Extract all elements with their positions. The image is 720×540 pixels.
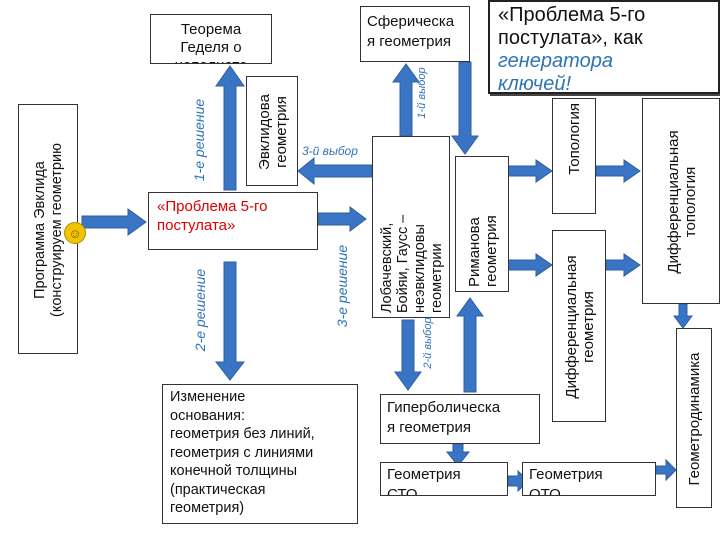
- box-change-basis: Изменение основания: геометрия без линий…: [162, 384, 358, 524]
- label-choice-2: 2-й выбор: [422, 317, 434, 369]
- riemann-text: Риманова геометрия: [465, 215, 500, 287]
- arrow-problem-to-change: [214, 261, 246, 381]
- arrow-program-to-problem: [81, 208, 147, 236]
- euclidean-geometry-text: Эвклидова геометрия: [255, 94, 290, 170]
- lobachevsky-text: Лобачевский, Бойяи, Гаусс – неэвклидовы …: [378, 214, 445, 313]
- spherical-text: Сферическа я геометрия: [367, 13, 455, 50]
- hyperbolic-text: Гиперболическа я геометрия: [387, 399, 501, 436]
- box-sto: Геометрия СТО: [380, 462, 508, 496]
- box-spherical: Сферическа я геометрия: [360, 6, 470, 62]
- arrow-lobachevsky-to-euclidean: [297, 156, 373, 186]
- title-line-4: ключей!: [498, 73, 572, 95]
- arrow-riemann-to-topology: [507, 159, 553, 183]
- arrow-diff-topology-to-geometrodynamics: [673, 303, 693, 329]
- label-choice-3: 3-й выбор: [302, 144, 358, 158]
- label-solution-3: 3-е решение: [334, 244, 350, 328]
- title-line-2: постулата», как: [498, 27, 643, 49]
- arrow-problem-to-godel: [215, 65, 245, 191]
- arrow-spherical-to-riemann: [451, 61, 479, 155]
- change-basis-text: Изменение основания: геометрия без линий…: [170, 389, 315, 517]
- label-solution-2: 2-е решение: [192, 268, 208, 352]
- box-geometrodynamics: Геометродинамика: [676, 328, 712, 508]
- diff-geometry-text: Дифференциальная геометрия: [562, 255, 597, 399]
- label-solution-1: 1-е решение: [191, 98, 207, 182]
- title-line-3: генератора: [498, 50, 613, 72]
- arrow-hyperbolic-to-riemann: [456, 297, 484, 393]
- arrow-riemann-to-diff-geometry: [507, 253, 553, 277]
- arrow-lobachevsky-to-spherical: [392, 63, 420, 137]
- box-diff-topology: Дифференциальная топология: [642, 98, 720, 304]
- geometrodynamics-text: Геометродинамика: [686, 352, 704, 486]
- oto-text: Геометрия ОТО: [529, 466, 603, 496]
- box-riemann: Риманова геометрия: [455, 156, 509, 292]
- box-diff-geometry: Дифференциальная геометрия: [552, 230, 606, 422]
- arrow-hyperbolic-to-sto: [445, 443, 471, 467]
- box-euclidean-geometry: Эвклидова геометрия: [246, 76, 298, 186]
- title-box: «Проблема 5-го постулата», как генератор…: [488, 0, 720, 95]
- arrow-lobachevsky-to-hyperbolic: [394, 319, 422, 391]
- topology-text: Топология: [566, 103, 584, 175]
- label-choice-1: 1-й выбор: [416, 67, 428, 119]
- godel-text: Теорема Геделя о неполноте: [175, 21, 248, 63]
- box-lobachevsky: Лобачевский, Бойяи, Гаусс – неэвклидовы …: [372, 136, 450, 318]
- diff-topology-text: Дифференциальная топология: [664, 130, 699, 274]
- arrow-topology-to-diff-topology: [595, 159, 641, 183]
- title-line-1: «Проблема 5-го: [498, 4, 646, 26]
- smiley-icon: ☺: [64, 222, 86, 244]
- arrow-diff-geometry-to-diff-topology: [605, 253, 641, 277]
- arrow-problem-to-lobachevsky: [317, 206, 367, 232]
- box-godel: Теорема Геделя о неполноте: [150, 14, 272, 64]
- box-oto: Геометрия ОТО: [522, 462, 656, 496]
- problem5-text: «Проблема 5-го постулата»: [157, 198, 268, 234]
- arrow-oto-to-geometrodynamics: [655, 458, 677, 482]
- box-hyperbolic: Гиперболическа я геометрия: [380, 394, 540, 444]
- box-topology: Топология: [552, 98, 596, 214]
- box-problem5: «Проблема 5-го постулата»: [148, 192, 318, 250]
- sto-text: Геометрия СТО: [387, 466, 461, 496]
